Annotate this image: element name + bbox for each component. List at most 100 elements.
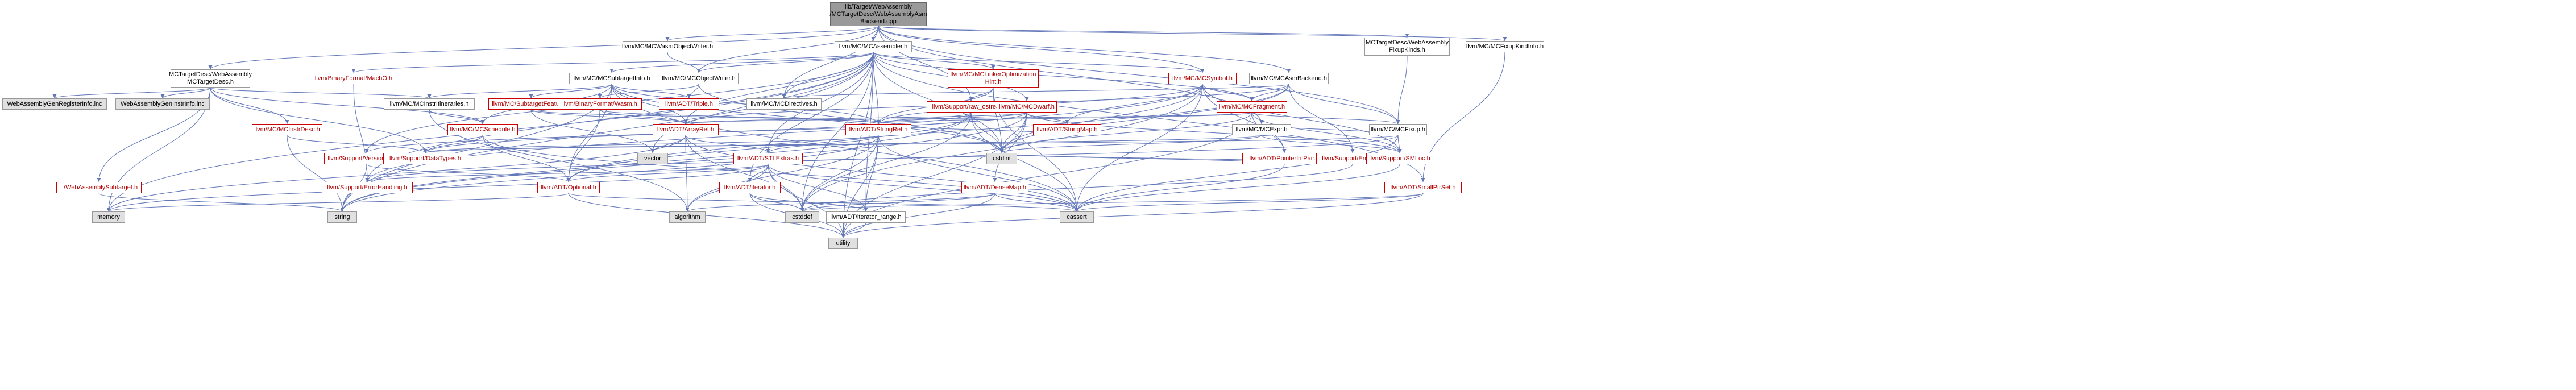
edge-instriterators-to-mcschedule bbox=[429, 109, 485, 125]
edge-stringref-to-datatypes bbox=[423, 135, 879, 153]
node-iteratorrange[interactable]: llvm/ADT/iterator_range.h bbox=[826, 211, 906, 223]
node-rawostream[interactable]: llvm/Support/raw_ostream.h bbox=[927, 101, 1015, 113]
edge-mcassembler-to-objectwriter bbox=[696, 52, 874, 73]
node-stringref[interactable]: llvm/ADT/StringRef.h bbox=[845, 124, 911, 135]
node-smallptrset[interactable]: llvm/ADT/SmallPtrSet.h bbox=[1384, 182, 1462, 193]
edge-stringref-to-cstddef bbox=[800, 135, 879, 212]
node-vector[interactable]: vector bbox=[637, 153, 668, 164]
edge-root-to-asmbackend bbox=[878, 26, 1291, 73]
edge-wasmobjwriter-to-objectwriter bbox=[667, 52, 701, 73]
node-targetdesc[interactable]: MCTargetDesc/WebAssembly MCTargetDesc.h bbox=[169, 69, 252, 88]
edge-arrayref-to-algorithm bbox=[685, 135, 690, 212]
node-mcdwarf[interactable]: llvm/MC/MCDwarf.h bbox=[997, 101, 1057, 113]
edge-linkeropt-to-rawostream bbox=[969, 87, 994, 102]
node-wasmsubtarget[interactable]: ../WebAssemblySubtarget.h bbox=[56, 182, 142, 193]
node-cstdint[interactable]: cstdint bbox=[986, 153, 1017, 164]
node-wasmformat[interactable]: llvm/BinaryFormat/Wasm.h bbox=[558, 98, 642, 110]
edge-smallptrset-to-cstddef bbox=[800, 193, 1424, 212]
edge-mcfixup-to-datatypes bbox=[424, 135, 1399, 153]
edge-arrayref-to-vector bbox=[650, 135, 686, 153]
edge-targetdesc-to-genreginfo bbox=[52, 87, 211, 99]
edge-mcsymbol-to-cstdint bbox=[999, 84, 1203, 153]
edge-mcfragment-to-mcfixup bbox=[1251, 112, 1400, 125]
node-mcschedule[interactable]: llvm/MC/MCSchedule.h bbox=[447, 124, 518, 135]
node-triple[interactable]: llvm/ADT/Triple.h bbox=[659, 98, 719, 110]
edge-subtargetinfo-to-subtargetfeature bbox=[529, 84, 612, 99]
node-linkeropt[interactable]: llvm/MC/MCLinkerOptimization Hint.h bbox=[948, 69, 1039, 88]
node-mcexpr[interactable]: llvm/MC/MCExpr.h bbox=[1232, 124, 1291, 135]
edge-subtargetfeature-to-arrayref bbox=[530, 109, 688, 125]
node-fixupkindinfo[interactable]: llvm/MC/MCFixupKindInfo.h bbox=[1466, 41, 1544, 52]
edge-mcassembler-to-linkeropt bbox=[873, 52, 995, 70]
edge-arrayref-to-cstddef bbox=[685, 135, 804, 212]
node-string[interactable]: string bbox=[327, 211, 357, 223]
edge-fixupkindinfo-to-smallptrset bbox=[1421, 52, 1505, 182]
edge-root-to-rawostream bbox=[878, 26, 973, 102]
edge-asmbackend-to-cstdint bbox=[999, 84, 1289, 153]
edge-root-to-objectwriter bbox=[696, 26, 879, 73]
node-memory[interactable]: memory bbox=[92, 211, 125, 223]
edge-stlextras-to-utility bbox=[768, 164, 845, 238]
edge-mcschedule-to-optional bbox=[482, 135, 571, 182]
node-subtargetfeature[interactable]: llvm/MC/SubtargetFeature.h bbox=[488, 98, 574, 110]
node-mcsymbol[interactable]: llvm/MC/MCSymbol.h bbox=[1168, 73, 1237, 84]
edge-stlextras-to-memory bbox=[106, 164, 769, 212]
node-algorithm[interactable]: algorithm bbox=[669, 211, 706, 223]
edge-arrayref-to-stlextras bbox=[685, 135, 770, 153]
node-genreginfo[interactable]: WebAssemblyGenRegisterInfo.inc bbox=[2, 98, 107, 110]
node-mcdirectives[interactable]: llvm/MC/MCDirectives.h bbox=[746, 98, 822, 110]
node-root[interactable]: lib/Target/WebAssembly /MCTargetDesc/Web… bbox=[830, 2, 927, 26]
edge-mcfixup-to-smloc bbox=[1397, 135, 1402, 153]
node-asmbackend[interactable]: llvm/MC/MCAsmBackend.h bbox=[1249, 73, 1329, 84]
node-mcinstrdesc[interactable]: llvm/MC/MCInstrDesc.h bbox=[252, 124, 322, 135]
node-mcassembler[interactable]: llvm/MC/MCAssembler.h bbox=[835, 41, 912, 52]
node-cassert[interactable]: cassert bbox=[1060, 211, 1094, 223]
node-datatypes[interactable]: llvm/Support/DataTypes.h bbox=[383, 153, 467, 164]
node-machO[interactable]: llvm/BinaryFormat/MachO.h bbox=[314, 73, 393, 84]
edge-targetdesc-to-datatypes bbox=[210, 87, 428, 153]
edge-densemap-to-cassert bbox=[994, 193, 1079, 212]
node-stringmap[interactable]: llvm/ADT/StringMap.h bbox=[1033, 124, 1101, 135]
node-smloc[interactable]: llvm/Support/SMLoc.h bbox=[1366, 153, 1433, 164]
edge-mcexpr-to-cstdint bbox=[999, 135, 1262, 153]
node-wasmobjwriter[interactable]: llvm/MC/MCWasmObjectWriter.h bbox=[622, 41, 713, 52]
edge-mcdwarf-to-arrayref bbox=[683, 112, 1027, 125]
node-stlextras[interactable]: llvm/ADT/STLExtras.h bbox=[733, 153, 803, 164]
edge-smallptrset-to-cassert bbox=[1075, 193, 1424, 212]
node-cstddef[interactable]: cstddef bbox=[785, 211, 819, 223]
node-instriterators[interactable]: llvm/MC/MCInstrItineraries.h bbox=[384, 98, 475, 110]
node-arrayref[interactable]: llvm/ADT/ArrayRef.h bbox=[653, 124, 719, 135]
edge-mcsymbol-to-smloc bbox=[1202, 84, 1402, 153]
edge-mcfixup-to-cassert bbox=[1075, 135, 1399, 212]
edge-wasmformat-to-arrayref bbox=[599, 109, 688, 125]
edge-arrayref-to-cassert bbox=[685, 135, 1079, 212]
node-geninstrinfo[interactable]: WebAssemblyGenInstrInfo.inc bbox=[115, 98, 210, 110]
edge-mcfragment-to-arrayref bbox=[684, 112, 1252, 125]
edge-mcinstrdesc-to-datatypes bbox=[287, 135, 428, 153]
edge-stringref-to-algorithm bbox=[685, 135, 879, 212]
edge-fixupkinds-to-mcfixup bbox=[1396, 55, 1408, 125]
node-densemap[interactable]: llvm/ADT/DenseMap.h bbox=[961, 182, 1028, 193]
edge-mcdwarf-to-smloc bbox=[1026, 112, 1402, 153]
node-mcfragment[interactable]: llvm/MC/MCFragment.h bbox=[1217, 101, 1287, 113]
edge-objectwriter-to-wasmformat bbox=[598, 84, 699, 99]
node-subtargetinfo[interactable]: llvm/MC/MCSubtargetInfo.h bbox=[569, 73, 654, 84]
node-errorhandling[interactable]: llvm/Support/ErrorHandling.h bbox=[322, 182, 413, 193]
edge-densemap-to-utility bbox=[841, 193, 995, 238]
node-objectwriter[interactable]: llvm/MC/MCObjectWriter.h bbox=[659, 73, 739, 84]
node-utility[interactable]: utility bbox=[828, 238, 858, 249]
edge-targetdesc-to-mcschedule bbox=[210, 87, 485, 125]
edge-mcfragment-to-stringref bbox=[876, 112, 1252, 125]
edge-machO-to-errorhandling bbox=[353, 84, 370, 182]
edge-mcexpr-to-smloc bbox=[1261, 135, 1402, 153]
node-pointerintpair[interactable]: llvm/ADT/PointerIntPair.h bbox=[1242, 153, 1326, 164]
node-iterator[interactable]: llvm/ADT/iterator.h bbox=[719, 182, 781, 193]
edge-subtargetfeature-to-vector bbox=[530, 109, 655, 153]
edge-arrayref-to-memory bbox=[106, 135, 686, 212]
edge-rawostream-to-cstddef bbox=[800, 112, 972, 212]
node-fixupkinds[interactable]: MCTargetDesc/WebAssembly FixupKinds.h bbox=[1364, 38, 1450, 56]
node-mcfixup[interactable]: llvm/MC/MCFixup.h bbox=[1369, 124, 1427, 135]
edge-densemap-to-algorithm bbox=[685, 193, 995, 212]
edge-stringref-to-cassert bbox=[878, 135, 1079, 212]
node-optional[interactable]: llvm/ADT/Optional.h bbox=[537, 182, 600, 193]
